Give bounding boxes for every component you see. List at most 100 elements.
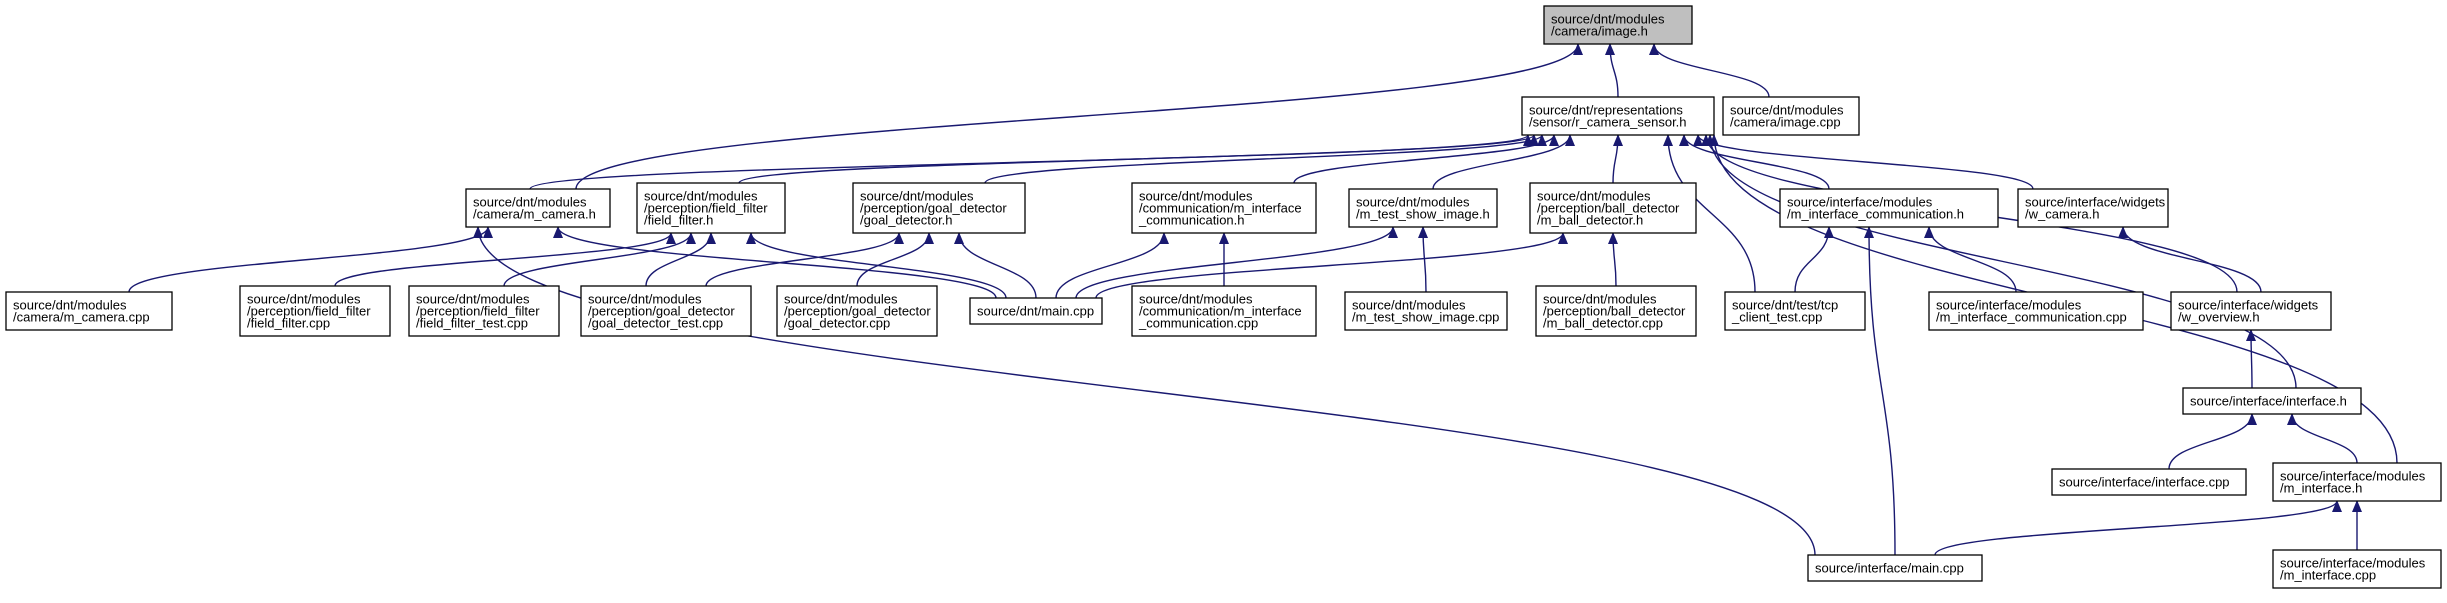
node-box xyxy=(776,285,938,337)
node-w_camera_h[interactable]: source/interface/widgets/w_camera.h xyxy=(2017,188,2169,228)
node-box xyxy=(1724,291,1866,331)
node-label-line: /perception/goal_detector xyxy=(588,304,735,319)
node-label-line: source/dnt/modules xyxy=(1356,195,1470,210)
node-iface_m_interface_comm_h[interactable]: source/interface/modules/m_interface_com… xyxy=(1779,188,1999,228)
node-box xyxy=(1722,96,1860,136)
node-label-line: source/dnt/modules xyxy=(1352,298,1466,313)
node-m_interface_comm_cpp[interactable]: source/dnt/modules/communication/m_inter… xyxy=(1131,285,1317,337)
node-box xyxy=(1131,285,1317,337)
node-m_interface_comm_h[interactable]: source/dnt/modules/communication/m_inter… xyxy=(1131,182,1317,234)
node-label-line: source/dnt/modules xyxy=(13,298,127,313)
edge-image_cpp-to-image_h xyxy=(1649,43,1770,98)
edge-field_filter_test_cpp-to-field_filter_h xyxy=(503,232,696,287)
node-box xyxy=(2170,291,2332,331)
edge-arrow xyxy=(1663,134,1756,293)
node-box xyxy=(2051,468,2247,496)
node-m_test_show_image_h[interactable]: source/dnt/modules/m_test_show_image.h xyxy=(1348,188,1498,228)
node-m_ball_detector_h[interactable]: source/dnt/modules/perception/ball_detec… xyxy=(1529,182,1697,234)
node-label-line: /communication/m_interface xyxy=(1139,201,1302,216)
edge-w_overview_h-to-w_camera_h xyxy=(2118,226,2262,293)
edge-interface_h-to-w_overview_h xyxy=(2246,329,2257,389)
node-box xyxy=(1521,96,1715,136)
node-goal_detector_cpp[interactable]: source/dnt/modules/perception/goal_detec… xyxy=(776,285,938,337)
node-label-line: source/interface/widgets xyxy=(2025,195,2166,210)
edge-arrow xyxy=(575,43,1583,190)
node-label-line: /goal_detector.cpp xyxy=(784,316,890,331)
edge-arrow xyxy=(1055,232,1169,299)
node-label-line: /goal_detector.h xyxy=(860,213,953,228)
edge-arrow xyxy=(954,232,1037,299)
node-box xyxy=(1535,285,1697,337)
node-interface_cpp[interactable]: source/interface/interface.cpp xyxy=(2051,468,2247,496)
node-image_cpp[interactable]: source/dnt/modules/camera/image.cpp xyxy=(1722,96,1860,136)
edge-m_test_show_image_cpp-to-m_test_show_image_h xyxy=(1418,226,1429,293)
edge-m_camera_h-to-image_h xyxy=(575,43,1583,190)
node-w_overview_h[interactable]: source/interface/widgets/w_overview.h xyxy=(2170,291,2332,331)
nodes-layer: source/dnt/modules/camera/image.h source/… xyxy=(5,5,2442,589)
edge-arrow xyxy=(1605,43,1619,98)
edge-iface_main_cpp-to-iface_m_interface_h xyxy=(1934,500,2342,556)
node-box xyxy=(465,188,611,228)
node-goal_detector_test_cpp[interactable]: source/dnt/modules/perception/goal_detec… xyxy=(580,285,752,337)
node-label-line: source/dnt/modules xyxy=(1543,292,1657,307)
edge-arrow xyxy=(2118,226,2262,293)
node-m_camera_cpp[interactable]: source/dnt/modules/camera/m_camera.cpp xyxy=(5,291,173,331)
node-box xyxy=(5,291,173,331)
edge-arrow xyxy=(1924,226,2017,293)
edge-arrow xyxy=(1864,226,1896,556)
edge-field_filter_h-to-r_camera_sensor_h xyxy=(738,134,1539,184)
node-label-line: /perception/ball_detector xyxy=(1537,201,1680,216)
node-box xyxy=(2182,387,2362,415)
node-label-line: /w_camera.h xyxy=(2025,207,2099,222)
node-label-line: _client_test.cpp xyxy=(1731,310,1822,325)
edge-arrow xyxy=(1705,134,2297,389)
node-box xyxy=(580,285,752,337)
node-box xyxy=(2272,549,2442,589)
node-label-line: /m_interface_communication.cpp xyxy=(1936,310,2127,325)
node-m_camera_h[interactable]: source/dnt/modules/camera/m_camera.h xyxy=(465,188,611,228)
edge-arrow xyxy=(1095,232,1568,299)
node-iface_m_interface_h[interactable]: source/interface/modules/m_interface.h xyxy=(2272,462,2442,502)
node-box xyxy=(636,182,786,234)
edge-w_camera_h-to-r_camera_sensor_h xyxy=(1693,134,2034,190)
node-label-line: source/interface/interface.cpp xyxy=(2059,475,2230,490)
node-box xyxy=(1928,291,2144,331)
node-field_filter_cpp[interactable]: source/dnt/modules/perception/field_filt… xyxy=(239,285,391,337)
node-field_filter_h[interactable]: source/dnt/modules/perception/field_filt… xyxy=(636,182,786,234)
node-label-line: source/dnt/test/tcp xyxy=(1732,298,1838,313)
edge-iface_main_cpp-to-m_camera_h xyxy=(473,226,1816,556)
edge-arrow xyxy=(1418,226,1429,293)
node-label-line: source/dnt/modules xyxy=(784,292,898,307)
node-label-line: /perception/field_filter xyxy=(644,201,768,216)
edge-r_camera_sensor_h-to-image_h xyxy=(1605,43,1619,98)
edge-arrow xyxy=(1432,134,1575,190)
node-box xyxy=(239,285,391,337)
node-r_camera_sensor_h[interactable]: source/dnt/representations/sensor/r_came… xyxy=(1521,96,1715,136)
edge-m_test_show_image_h-to-r_camera_sensor_h xyxy=(1432,134,1575,190)
node-label-line: source/interface/modules xyxy=(1936,298,2082,313)
node-iface_main_cpp[interactable]: source/interface/main.cpp xyxy=(1807,554,1983,582)
node-interface_h[interactable]: source/interface/interface.h xyxy=(2182,387,2362,415)
node-image_h[interactable]: source/dnt/modules/camera/image.h xyxy=(1543,5,1693,45)
node-m_ball_detector_cpp[interactable]: source/dnt/modules/perception/ball_detec… xyxy=(1535,285,1697,337)
edge-interface_cpp-to-interface_h xyxy=(2168,413,2257,470)
node-label-line: /camera/m_camera.h xyxy=(473,207,596,222)
node-label-line: source/dnt/modules xyxy=(588,292,702,307)
node-label-line: /m_interface.cpp xyxy=(2280,568,2376,583)
edge-arrow xyxy=(1794,226,1834,293)
node-iface_m_interface_cpp[interactable]: source/interface/modules/m_interface.cpp xyxy=(2272,549,2442,589)
node-iface_m_interface_comm_cpp[interactable]: source/interface/modules/m_interface_com… xyxy=(1928,291,2144,331)
node-dnt_main_cpp[interactable]: source/dnt/main.cpp xyxy=(969,297,1103,325)
node-label-line: /perception/field_filter xyxy=(416,304,540,319)
node-label-line: _communication.cpp xyxy=(1138,316,1258,331)
edge-arrow xyxy=(1693,134,2034,190)
node-tcp_client_test_cpp[interactable]: source/dnt/test/tcp_client_test.cpp xyxy=(1724,291,1866,331)
node-goal_detector_h[interactable]: source/dnt/modules/perception/goal_detec… xyxy=(852,182,1026,234)
node-m_test_show_image_cpp[interactable]: source/dnt/modules/m_test_show_image.cpp xyxy=(1344,291,1508,331)
node-label-line: /m_interface.h xyxy=(2280,481,2362,496)
edge-arrow xyxy=(334,232,676,287)
node-field_filter_test_cpp[interactable]: source/dnt/modules/perception/field_filt… xyxy=(408,285,560,337)
node-label-line: source/dnt/representations xyxy=(1529,103,1683,118)
node-box xyxy=(2272,462,2442,502)
